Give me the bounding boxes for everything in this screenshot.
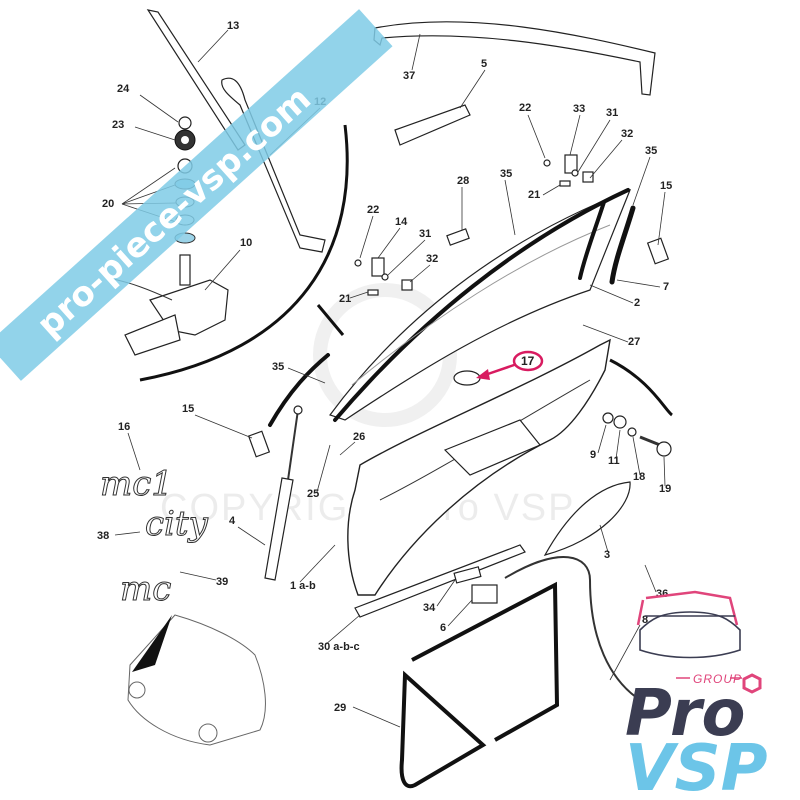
label-37: 37 xyxy=(403,70,415,82)
provsp-logo: GROUP Pro VSP xyxy=(625,590,768,800)
label-39: 39 xyxy=(216,576,228,588)
label-21a: 21 xyxy=(528,189,540,201)
leader-lines xyxy=(114,29,666,728)
svg-text:VSP: VSP xyxy=(625,732,768,800)
label-28: 28 xyxy=(457,175,469,187)
part-gas-strut xyxy=(264,405,303,581)
label-30abc: 30 a-b-c xyxy=(318,641,360,653)
svg-text:city: city xyxy=(145,504,209,544)
part-hinge-brackets xyxy=(247,237,670,458)
label-34: 34 xyxy=(423,602,436,614)
callout-17: 17 xyxy=(476,350,544,380)
outline-curves xyxy=(139,124,674,417)
label-6: 6 xyxy=(440,622,446,634)
svg-text:mc: mc xyxy=(120,569,171,609)
label-7: 7 xyxy=(663,281,669,293)
label-38: 38 xyxy=(97,530,109,542)
label-35b: 35 xyxy=(500,168,512,180)
label-3: 3 xyxy=(604,549,610,561)
label-13: 13 xyxy=(227,20,239,32)
label-33: 33 xyxy=(573,103,585,115)
part-trim xyxy=(543,481,631,556)
part-inner-panel xyxy=(347,338,611,596)
label-15a: 15 xyxy=(660,180,672,192)
part-labels: 13 12 24 23 20 10 37 5 22 33 31 32 35 15… xyxy=(97,20,672,714)
label-31b: 31 xyxy=(419,228,431,240)
label-27: 27 xyxy=(628,336,640,348)
label-8: 8 xyxy=(642,614,648,626)
label-18: 18 xyxy=(633,471,645,483)
badges: mc1 city mc xyxy=(100,464,210,610)
label-9: 9 xyxy=(590,449,596,461)
part-tailgate-glass xyxy=(268,188,636,427)
part-brake-light xyxy=(394,104,471,146)
label-29: 29 xyxy=(334,702,346,714)
car-thumbnail xyxy=(127,614,266,746)
label-32b: 32 xyxy=(426,253,438,265)
part-lock xyxy=(453,556,641,701)
label-32a: 32 xyxy=(621,128,633,140)
label-2: 2 xyxy=(634,297,640,309)
label-35c: 35 xyxy=(272,361,284,373)
label-25: 25 xyxy=(307,488,319,500)
label-15b: 15 xyxy=(182,403,194,415)
label-11: 11 xyxy=(608,455,620,467)
callout-label: 17 xyxy=(521,354,535,368)
svg-text:Pro: Pro xyxy=(625,677,745,751)
label-31a: 31 xyxy=(606,107,618,119)
svg-text:mc1: mc1 xyxy=(100,464,173,504)
part-seal xyxy=(399,581,560,789)
label-36: 36 xyxy=(656,588,668,600)
label-20: 20 xyxy=(102,198,114,210)
label-26: 26 xyxy=(353,431,365,443)
label-24: 24 xyxy=(117,83,130,95)
label-23: 23 xyxy=(112,119,124,131)
part-wiper-motor xyxy=(107,254,229,356)
label-10: 10 xyxy=(240,237,252,249)
part-bolt-set xyxy=(602,412,672,457)
label-21b: 21 xyxy=(339,293,351,305)
label-14: 14 xyxy=(395,216,408,228)
label-16: 16 xyxy=(118,421,130,433)
label-22b: 22 xyxy=(367,204,379,216)
svg-text:GROUP: GROUP xyxy=(693,672,742,686)
part-lower-strip xyxy=(354,544,526,618)
part-clips xyxy=(354,154,594,296)
label-4: 4 xyxy=(229,515,236,527)
label-1ab: 1 a-b xyxy=(290,580,316,592)
label-5: 5 xyxy=(481,58,487,70)
label-35a: 35 xyxy=(645,145,657,157)
label-19: 19 xyxy=(659,483,671,495)
label-22a: 22 xyxy=(519,102,531,114)
part-spoiler xyxy=(373,21,656,96)
